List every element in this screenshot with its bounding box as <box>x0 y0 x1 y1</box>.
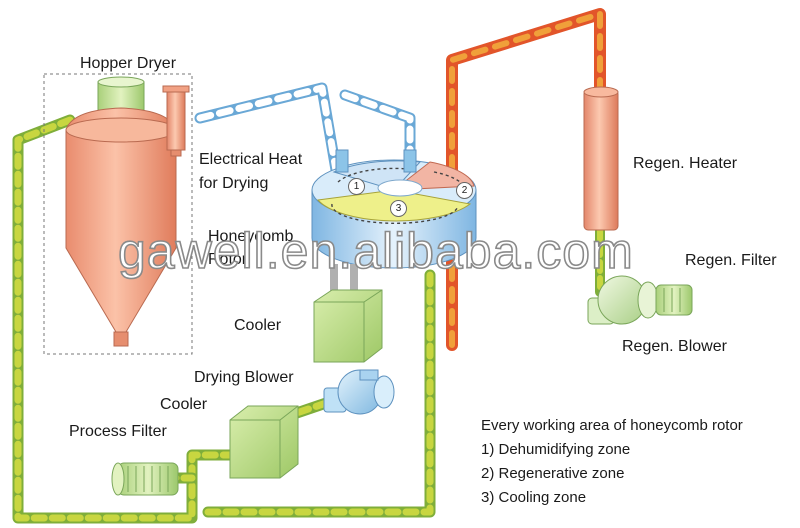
label-drying-blower: Drying Blower <box>194 369 294 386</box>
zone-marker-1: 1 <box>348 178 365 195</box>
label-regen-blower: Regen. Blower <box>622 338 727 355</box>
regen-heater <box>583 86 619 231</box>
rotor-zones-legend: Every working area of honeycomb rotor 1)… <box>481 414 743 510</box>
watermark: gawell.en.alibaba.com <box>117 222 634 280</box>
label-regen-heater: Regen. Heater <box>633 155 738 172</box>
label-rotor: Rotor <box>208 251 248 268</box>
drying-blower <box>323 369 395 415</box>
lower-cooler <box>229 405 299 479</box>
process-filter <box>111 462 179 496</box>
label-honeycomb: Honeycomb <box>208 228 294 245</box>
electrical-heater <box>162 85 190 157</box>
process-air-pipe <box>12 114 436 524</box>
zone-marker-2: 2 <box>456 182 473 199</box>
legend-item-1: 1) Dehumidifying zone <box>481 441 631 458</box>
regen-filter <box>655 284 693 316</box>
regen-air-pipe <box>446 8 606 351</box>
zone-marker-3: 3 <box>390 200 407 217</box>
label-electrical-heat: Electrical Heat <box>199 151 303 168</box>
hopper-dryer <box>65 76 177 347</box>
label-process-filter: Process Filter <box>69 423 167 440</box>
hopper-dryer-outline <box>43 73 193 355</box>
legend-item-2: 2) Regenerative zone <box>481 465 625 482</box>
label-cooler-upper: Cooler <box>234 317 282 334</box>
label-hopper-dryer: Hopper Dryer <box>80 55 177 72</box>
label-for-drying: for Drying <box>199 175 269 192</box>
upper-cooler <box>313 264 383 363</box>
legend-item-3: 3) Cooling zone <box>481 489 587 506</box>
legend-title: Every working area of honeycomb rotor <box>481 417 743 434</box>
label-regen-filter: Regen. Filter <box>685 252 777 269</box>
regen-blower <box>587 275 659 325</box>
label-cooler-lower: Cooler <box>160 396 208 413</box>
